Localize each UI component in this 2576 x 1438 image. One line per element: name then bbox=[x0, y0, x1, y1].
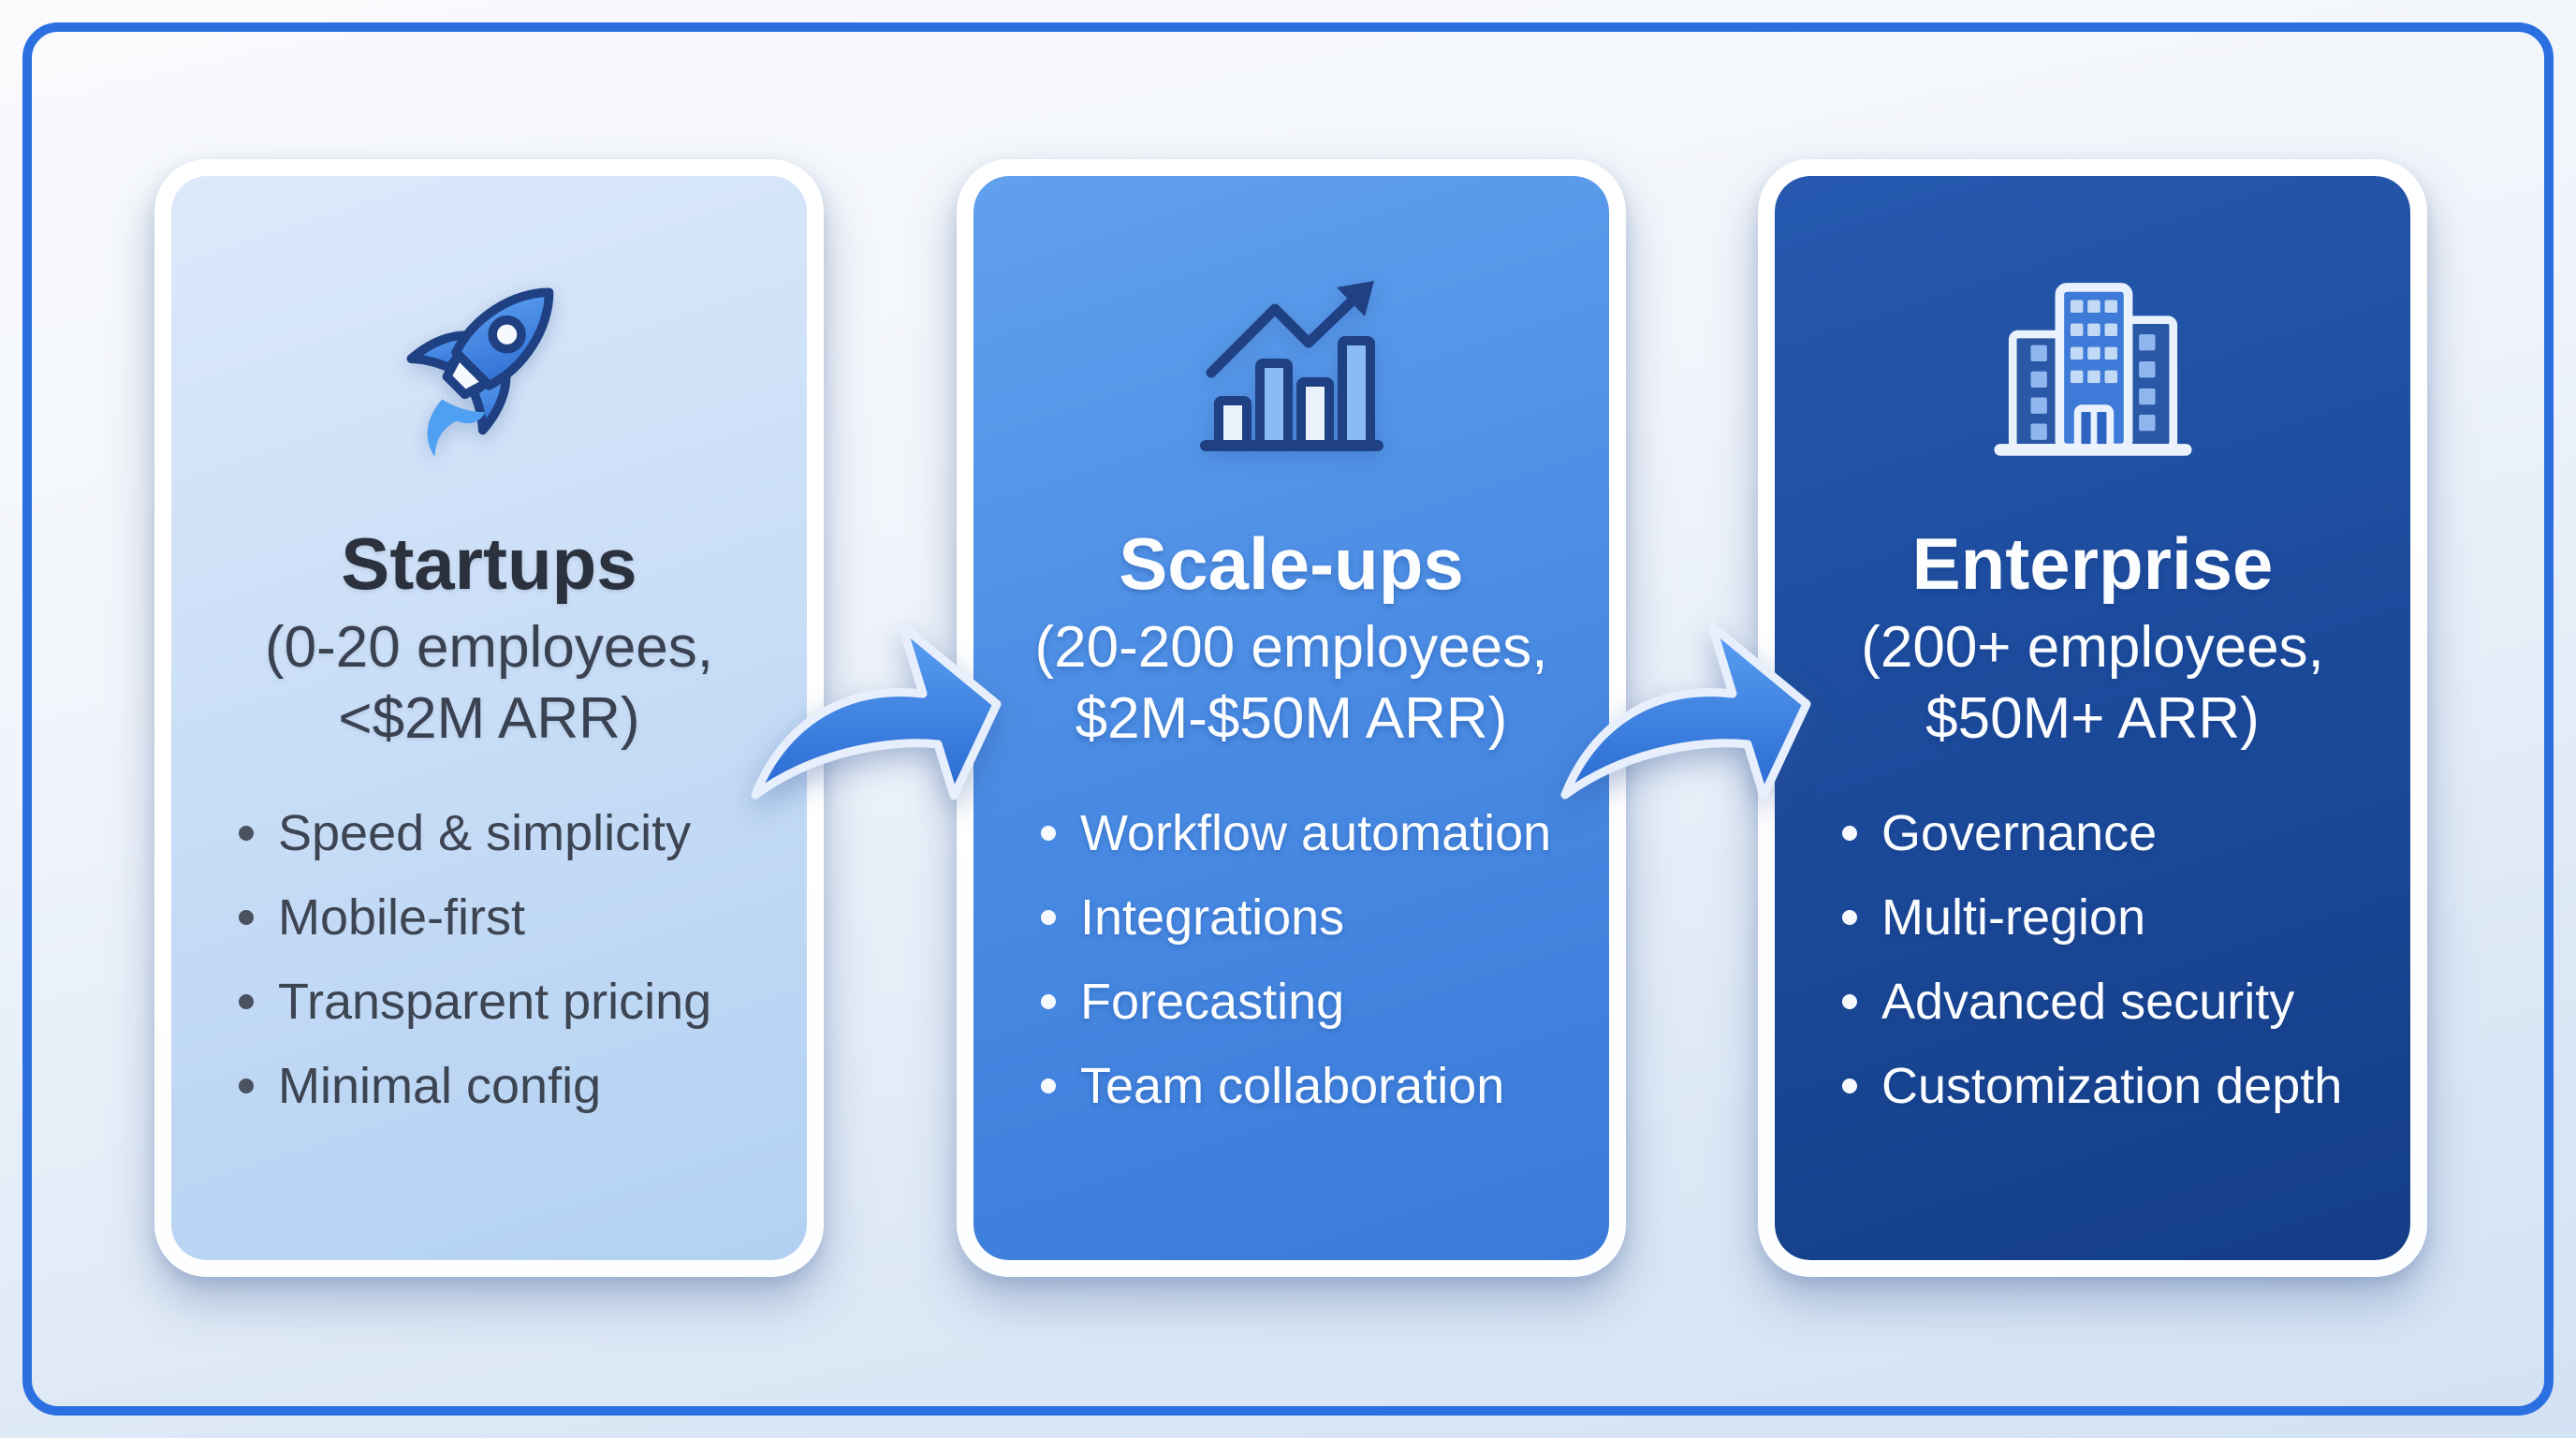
bullet-label: Governance bbox=[1881, 805, 2158, 861]
list-item: Governance bbox=[1842, 791, 2392, 875]
list-item: Customization depth bbox=[1842, 1044, 2392, 1128]
feature-list: Governance Multi-region Advanced securit… bbox=[1775, 791, 2410, 1128]
bullet-dot bbox=[239, 994, 254, 1009]
bullet-dot bbox=[1842, 910, 1857, 925]
card-subtitle: (0-20 employees, <$2M ARR) bbox=[265, 612, 713, 755]
bullet-label: Mobile-first bbox=[278, 889, 526, 946]
bullet-dot bbox=[1041, 1078, 1056, 1093]
card-subtitle-line1: (20-200 employees, bbox=[1034, 615, 1548, 680]
list-item: Mobile-first bbox=[239, 875, 788, 960]
list-item: Advanced security bbox=[1842, 960, 2392, 1044]
growth-chart-icon bbox=[1199, 281, 1383, 451]
bullet-dot bbox=[239, 1078, 254, 1093]
bullet-label: Workflow automation bbox=[1080, 805, 1552, 861]
bullet-label: Multi-region bbox=[1881, 889, 2146, 946]
bullet-label: Customization depth bbox=[1881, 1058, 2343, 1114]
card-subtitle-line2: $50M+ ARR) bbox=[1925, 686, 2260, 751]
bullet-dot bbox=[1842, 826, 1857, 841]
bullet-label: Integrations bbox=[1080, 889, 1345, 946]
bullet-dot bbox=[1041, 910, 1056, 925]
list-item: Team collaboration bbox=[1041, 1044, 1590, 1128]
bullet-label: Team collaboration bbox=[1080, 1058, 1505, 1114]
list-item: Minimal config bbox=[239, 1044, 788, 1128]
feature-list: Workflow automation Integrations Forecas… bbox=[973, 791, 1609, 1128]
bullet-dot bbox=[239, 910, 254, 925]
list-item: Speed & simplicity bbox=[239, 791, 788, 875]
list-item: Multi-region bbox=[1842, 875, 2392, 960]
bullet-label: Advanced security bbox=[1881, 974, 2295, 1030]
card-icon-area bbox=[1189, 262, 1395, 461]
bullet-label: Minimal config bbox=[278, 1058, 602, 1114]
card-subtitle: (20-200 employees, $2M-$50M ARR) bbox=[1035, 612, 1548, 755]
list-item: Transparent pricing bbox=[239, 960, 788, 1044]
card-subtitle: (200+ employees, $50M+ ARR) bbox=[1861, 612, 2324, 755]
list-item: Forecasting bbox=[1041, 960, 1590, 1044]
card-title: Enterprise bbox=[1911, 522, 2274, 605]
curved-right-arrow-icon bbox=[751, 622, 1002, 800]
card-icon-area bbox=[1989, 262, 2197, 461]
card-subtitle-line2: $2M-$50M ARR) bbox=[1075, 686, 1508, 751]
card-subtitle-line2: <$2M ARR) bbox=[338, 686, 640, 751]
bullet-dot bbox=[1842, 1078, 1857, 1093]
card-subtitle-line1: (200+ employees, bbox=[1861, 615, 2324, 680]
bullet-dot bbox=[1041, 826, 1056, 841]
card-enterprise: Enterprise (200+ employees, $50M+ ARR) G… bbox=[1758, 159, 2427, 1277]
card-title: Scale-ups bbox=[1119, 522, 1464, 605]
bullet-dot bbox=[1041, 994, 1056, 1009]
card-subtitle-line1: (0-20 employees, bbox=[264, 615, 714, 680]
curved-right-arrow-icon bbox=[1560, 622, 1811, 800]
bullet-label: Speed & simplicity bbox=[278, 805, 692, 861]
bullet-label: Transparent pricing bbox=[278, 974, 712, 1030]
rocket-icon bbox=[406, 287, 554, 458]
card-startups: Startups (0-20 employees, <$2M ARR) Spee… bbox=[154, 159, 824, 1277]
bullet-dot bbox=[1842, 994, 1857, 1009]
card-icon-area bbox=[388, 262, 590, 461]
list-item: Integrations bbox=[1041, 875, 1590, 960]
bullet-dot bbox=[239, 826, 254, 841]
card-title: Startups bbox=[341, 522, 637, 605]
list-item: Workflow automation bbox=[1041, 791, 1590, 875]
feature-list: Speed & simplicity Mobile-first Transpar… bbox=[171, 791, 807, 1128]
office-building-icon bbox=[1993, 283, 2192, 456]
card-scale-ups: Scale-ups (20-200 employees, $2M-$50M AR… bbox=[957, 159, 1626, 1277]
bullet-label: Forecasting bbox=[1080, 974, 1345, 1030]
